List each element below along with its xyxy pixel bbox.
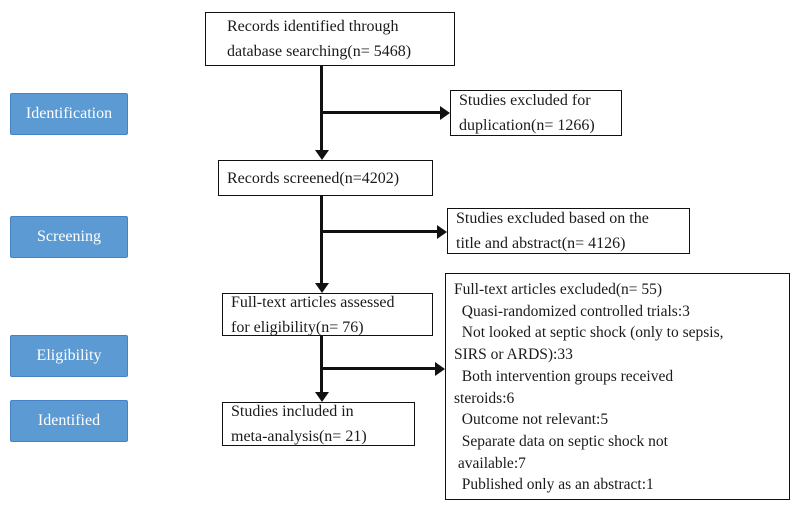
- box-excluded-title-abstract: Studies excluded based on the title and …: [447, 208, 690, 254]
- stage-label-screening: Screening: [10, 216, 128, 258]
- arrow-down-icon: [315, 392, 329, 402]
- stage-label-identification: Identification: [10, 93, 128, 135]
- arrow-right-icon: [435, 362, 445, 376]
- box-fulltext-assessed: Full-text articles assessed for eligibil…: [222, 293, 433, 336]
- connector-fulltext-to-included-line: [320, 336, 323, 394]
- connector-to-fulltext-excluded-line: [320, 367, 435, 370]
- connector-identified-to-screened-line: [320, 66, 323, 152]
- arrow-down-icon: [315, 283, 329, 293]
- connector-to-duplication-line: [320, 111, 440, 114]
- arrow-down-icon: [315, 150, 329, 160]
- box-excluded-fulltext: Full-text articles excluded(n= 55) Quasi…: [445, 273, 790, 500]
- arrow-right-icon: [437, 225, 447, 239]
- connector-to-title-abstract-line: [320, 230, 437, 233]
- stage-label-identified: Identified: [10, 400, 128, 442]
- connector-screened-to-fulltext-line: [320, 196, 323, 285]
- box-records-identified: Records identified through database sear…: [205, 12, 455, 66]
- box-records-screened: Records screened(n=4202): [218, 160, 433, 196]
- box-excluded-duplication: Studies excluded for duplication(n= 1266…: [450, 90, 622, 136]
- box-studies-included: Studies included in meta-analysis(n= 21): [222, 402, 415, 446]
- stage-label-eligibility: Eligibility: [10, 335, 128, 377]
- arrow-right-icon: [440, 106, 450, 120]
